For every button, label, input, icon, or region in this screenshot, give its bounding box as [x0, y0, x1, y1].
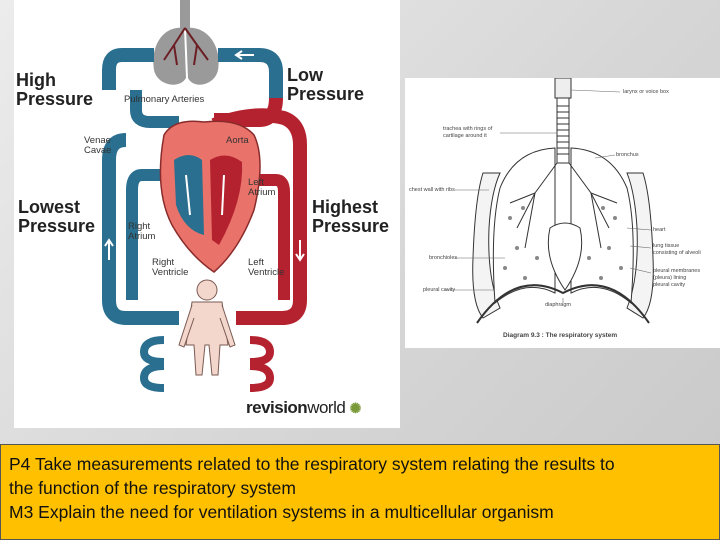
respiratory-illustration [445, 77, 654, 324]
heart-icon [159, 120, 261, 273]
human-body-icon [178, 279, 236, 376]
respiratory-diagram: larynx or voice box trachea with rings o… [405, 77, 720, 348]
pulmonary-arteries-label: Pulmonary Arteries [124, 94, 205, 105]
bronchus-label: bronchus [616, 152, 639, 158]
bronchioles-label: bronchioles [429, 255, 458, 261]
objective-p4-line1: P4 Take measurements related to the resp… [9, 454, 615, 474]
alveoli-dots [503, 206, 623, 280]
aorta-vessel [211, 108, 307, 325]
objective-m3: M3 Explain the need for ventilation syst… [9, 502, 554, 522]
objective-p4-line2: the function of the respiratory system [9, 478, 296, 498]
vena-cava-vessel [102, 133, 179, 325]
larynx-label: larynx or voice box [623, 89, 669, 95]
pleural-cavity-label: pleural cavity [423, 287, 456, 293]
lungs-icon [153, 0, 219, 85]
flow-arrows [104, 50, 305, 262]
aorta-label: Aorta [226, 135, 249, 146]
capillary-icon [139, 336, 275, 392]
objectives-box: P4 Take measurements related to the resp… [0, 444, 720, 540]
logo-dots-icon: ✺ [349, 400, 362, 416]
circulation-illustration [102, 0, 307, 392]
revisionworld-logo: revisionworld ✺ [246, 398, 362, 417]
diaphragm-label: diaphragm [545, 302, 571, 308]
objectives-text: P4 Take measurements related to the resp… [1, 445, 719, 524]
heart-label: heart [653, 227, 666, 233]
chest-wall-label: chest wall with ribs [409, 187, 455, 193]
pulmonary-artery-vessel [102, 48, 154, 90]
respiratory-caption: Diagram 9.3 : The respiratory system [503, 332, 618, 339]
